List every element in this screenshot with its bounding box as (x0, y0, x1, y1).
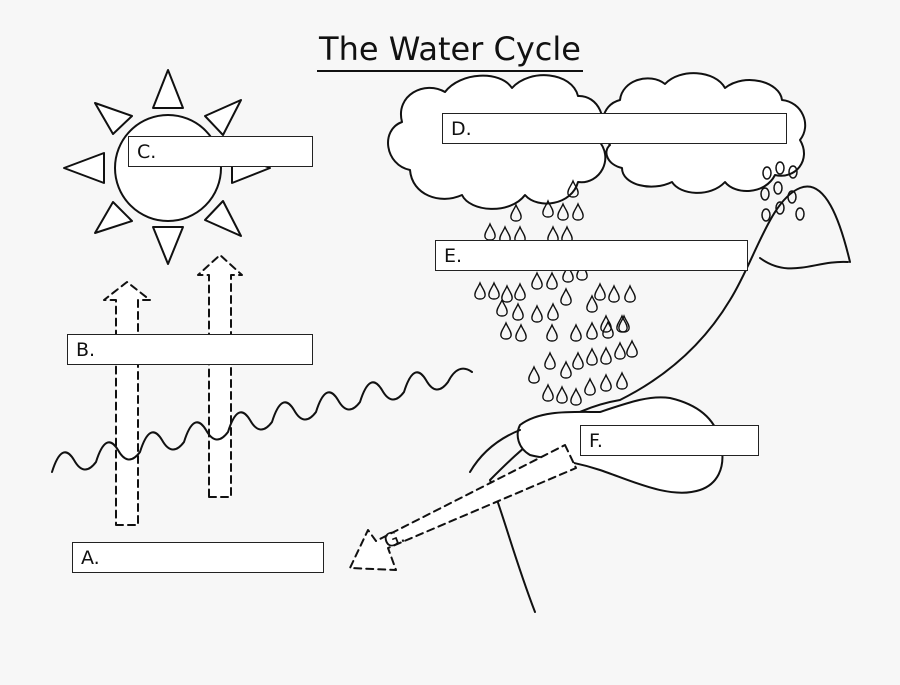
label-b: B. (76, 339, 96, 361)
raindrop-icon (547, 302, 559, 321)
raindrop-icon (488, 281, 500, 300)
raindrop-icon (560, 287, 572, 306)
raindrop-icon (570, 387, 582, 406)
raindrop-icon (560, 360, 572, 379)
raindrop-icon (572, 202, 584, 221)
raindrop-icon (474, 281, 486, 300)
label-d: D. (451, 118, 472, 140)
raindrop-icon (484, 222, 496, 241)
raindrop-icon (624, 284, 636, 303)
label-box-a[interactable]: A. (72, 542, 324, 573)
raindrop-icon (586, 294, 598, 313)
label-a: A. (81, 547, 100, 569)
raindrop-icon (600, 346, 612, 365)
raindrop-icon (510, 203, 522, 222)
raindrop-icon (572, 351, 584, 370)
raindrop-icon (600, 314, 612, 333)
raindrop-icon (515, 323, 527, 342)
sun-icon (63, 69, 271, 265)
label-e: E. (444, 245, 463, 267)
raindrop-icon (528, 365, 540, 384)
raindrop-icon (614, 341, 626, 360)
raindrop-icon (608, 284, 620, 303)
runoff-arrow-icon (349, 444, 577, 571)
label-box-e[interactable]: E. (435, 240, 748, 271)
raindrop-icon (586, 347, 598, 366)
label-box-f[interactable]: F. (580, 425, 759, 456)
raindrop-icon (586, 321, 598, 340)
raindrop-icon (556, 385, 568, 404)
raindrop-icon (512, 302, 524, 321)
label-box-d[interactable]: D. (442, 113, 787, 144)
raindrop-icon (544, 351, 556, 370)
raindrop-icon (600, 373, 612, 392)
raindrop-icon (500, 321, 512, 340)
raindrop-icon (514, 282, 526, 301)
raindrop-icon (557, 202, 569, 221)
raindrop-icon (616, 371, 628, 390)
raindrop-icon (542, 199, 554, 218)
raindrop-icon (496, 298, 508, 317)
condensation-dots-icon (760, 161, 805, 222)
raindrop-icon (542, 383, 554, 402)
diagram-title: The Water Cycle (0, 30, 900, 72)
raindrop-icon (531, 271, 543, 290)
raindrop-icon (626, 339, 638, 358)
raindrop-group (474, 179, 638, 406)
raindrop-icon (602, 320, 614, 339)
raindrop-icon (618, 314, 630, 333)
evaporation-arrow-icon (103, 254, 243, 526)
raindrop-icon (562, 264, 574, 283)
label-box-c[interactable]: C. (128, 136, 313, 167)
raindrop-icon (584, 377, 596, 396)
label-c: C. (137, 141, 157, 163)
raindrop-icon (546, 323, 558, 342)
raindrop-icon (570, 323, 582, 342)
raindrop-icon (501, 284, 513, 303)
label-box-b[interactable]: B. (67, 334, 313, 365)
diagram-title-text: The Water Cycle (317, 30, 583, 72)
ocean-wave-icon (51, 367, 473, 473)
raindrop-icon (567, 179, 579, 198)
raindrop-icon (546, 271, 558, 290)
raindrop-icon (531, 304, 543, 323)
raindrop-icon (594, 282, 606, 301)
label-f: F. (589, 430, 603, 452)
